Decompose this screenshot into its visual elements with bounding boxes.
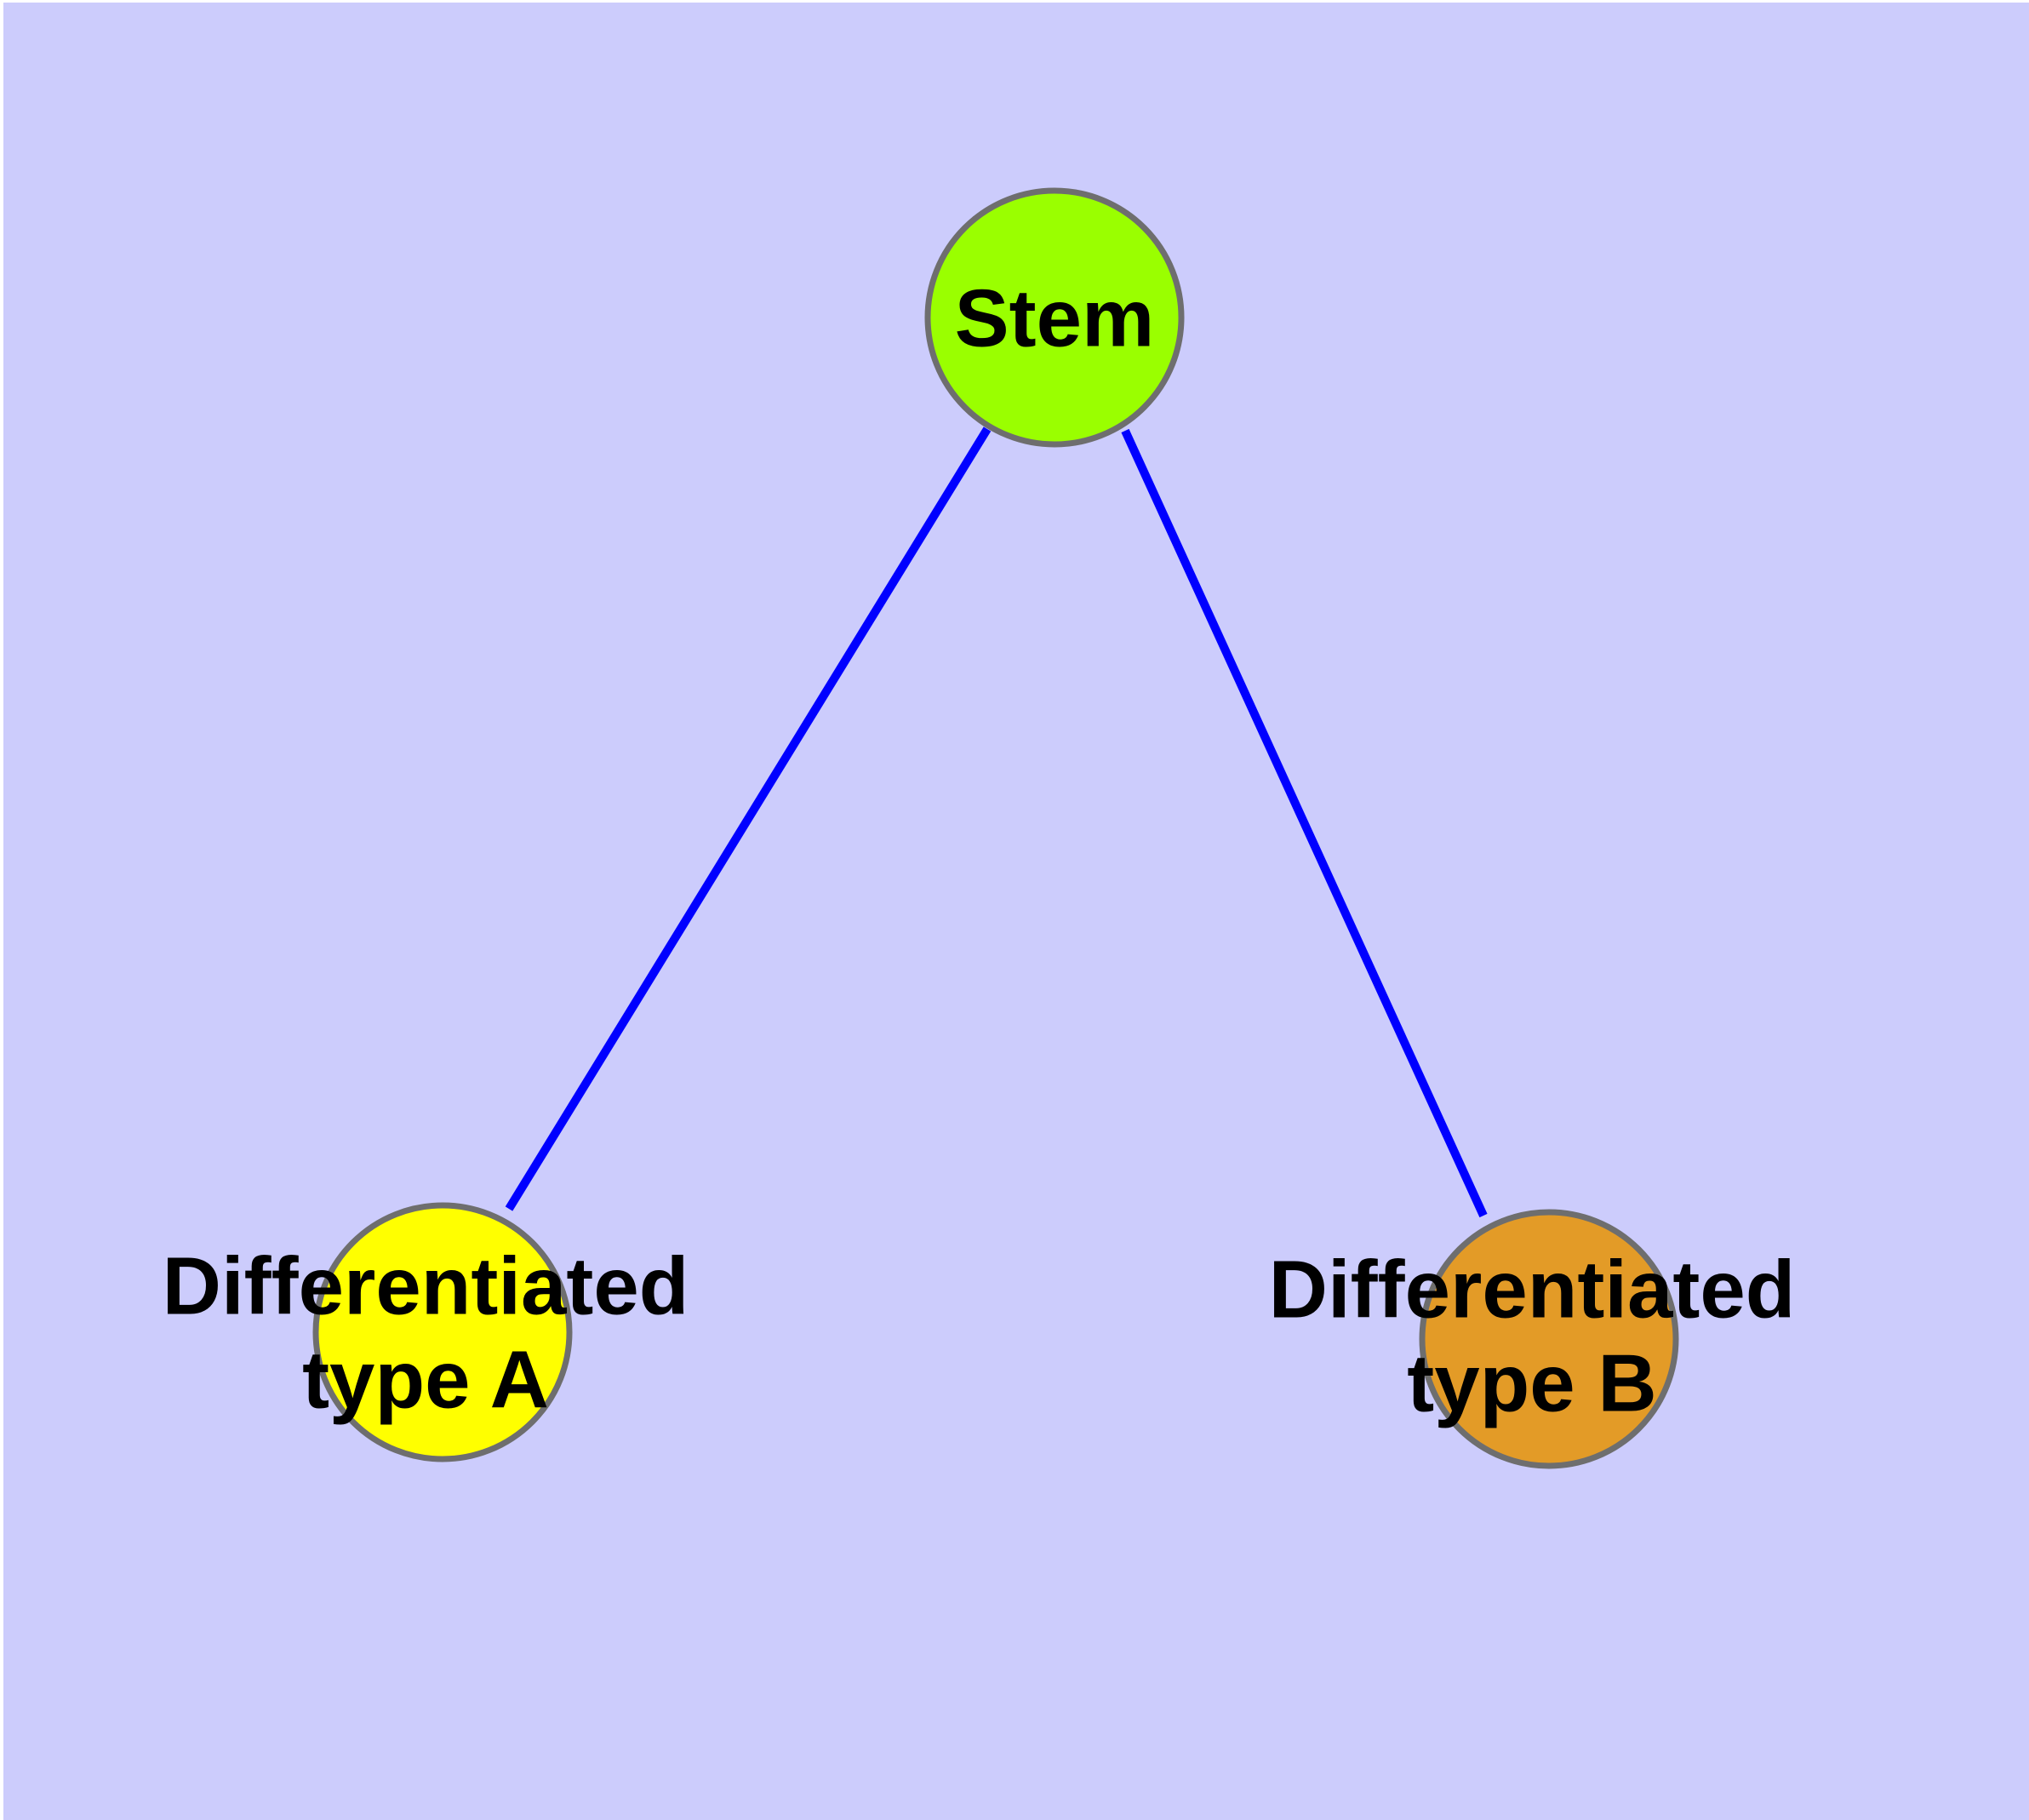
node-stem-circle[interactable] <box>924 187 1185 448</box>
node-stem-label: Stem <box>955 272 1155 363</box>
node-differentiated-type-b-circle[interactable] <box>1419 1209 1679 1469</box>
node-differentiated-type-b-label-line1: Differentiated <box>1269 1244 1796 1335</box>
edge-layer <box>505 426 1488 1218</box>
node-layer <box>312 187 1679 1469</box>
node-stem[interactable] <box>924 187 1185 448</box>
node-differentiated-type-a-label-line2: type A <box>302 1334 549 1425</box>
edge-stem-to-differentiated-type-a[interactable] <box>505 426 992 1211</box>
node-differentiated-type-a-label-line1: Differentiated <box>163 1240 689 1331</box>
label-layer: Stem Differentiated type A Differentiate… <box>163 272 1796 1428</box>
node-differentiated-type-a-circle[interactable] <box>312 1202 573 1462</box>
node-differentiated-type-b[interactable] <box>1419 1209 1679 1469</box>
node-differentiated-type-b-label-line2: type B <box>1407 1337 1656 1428</box>
edge-stem-to-differentiated-type-b[interactable] <box>1121 428 1488 1218</box>
node-differentiated-type-a[interactable] <box>312 1202 573 1462</box>
